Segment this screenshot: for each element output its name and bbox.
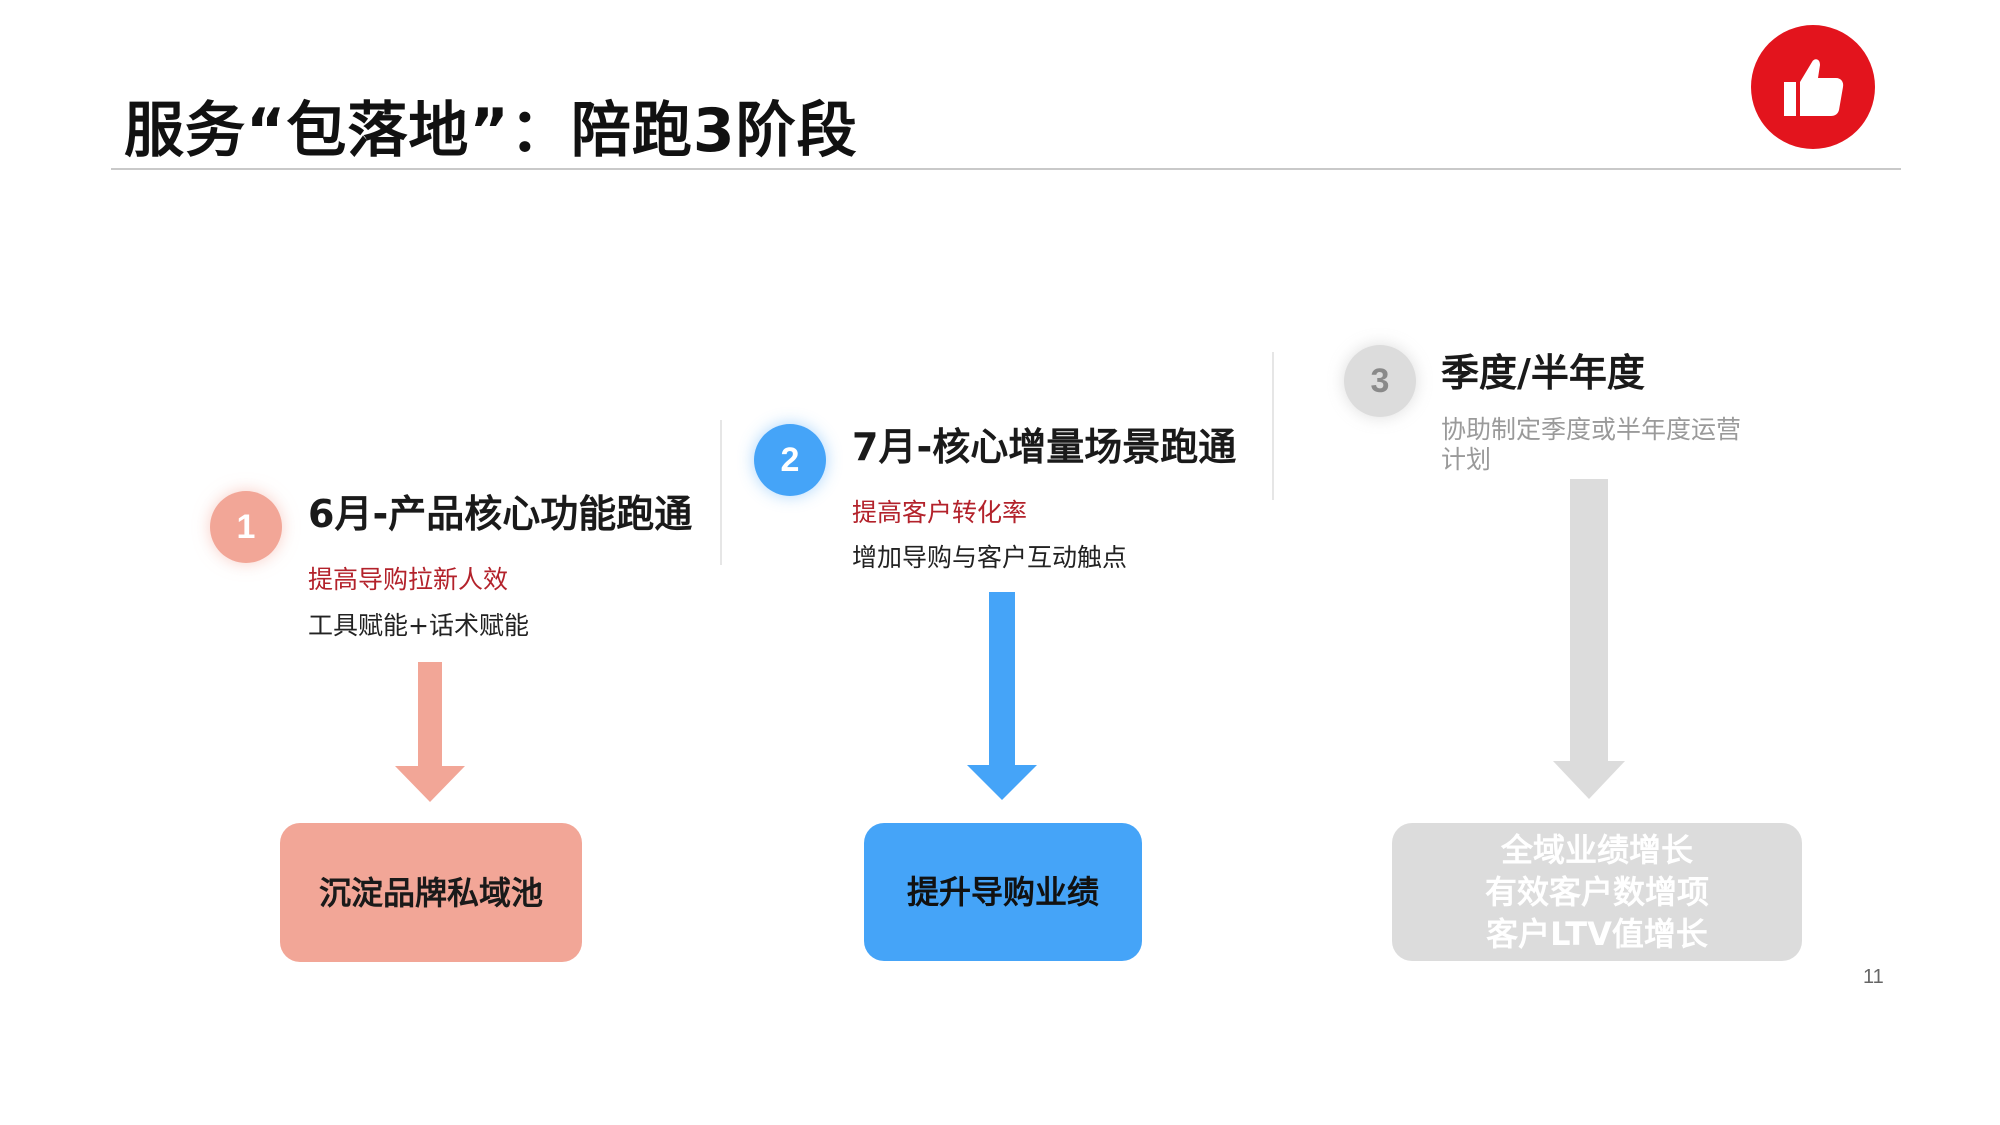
stage-number-badge: 1 <box>210 491 282 563</box>
page-number: 11 <box>1863 966 1884 988</box>
stage-result-line: 全域业绩增长 <box>1500 831 1693 869</box>
stage-detail: 工具赋能+话术赋能 <box>308 611 529 640</box>
stage-number-badge: 2 <box>754 424 826 496</box>
thumbs-up-icon <box>1784 59 1844 116</box>
stage-result-box: 全域业绩增长 有效客户数增项 客户LTV值增长 <box>1392 823 1802 961</box>
stage-detail: 增加导购与客户互动触点 <box>852 543 1128 572</box>
stage-result-box: 沉淀品牌私域池 <box>280 823 582 962</box>
stage-detail: 协助制定季度或半年度运营计划 <box>1441 415 1742 474</box>
stage-title: 6月-产品核心功能跑通 <box>308 492 693 536</box>
thumbs-up-badge <box>1751 25 1875 149</box>
down-arrow <box>967 592 1037 800</box>
column-divider-1 <box>720 420 722 565</box>
stage-result-text: 沉淀品牌私域池 <box>318 873 543 912</box>
stage-number-badge: 3 <box>1344 345 1416 417</box>
slide-title: 服务“包落地”：陪跑3阶段 <box>124 96 858 166</box>
stage-title: 7月-核心增量场景跑通 <box>852 425 1237 469</box>
title-divider <box>111 168 1901 170</box>
down-arrow <box>1553 479 1625 799</box>
down-arrow <box>395 662 465 802</box>
column-divider-2 <box>1272 352 1274 500</box>
stage-title: 季度/半年度 <box>1441 351 1645 395</box>
stage-result-text: 提升导购业绩 <box>906 873 1099 911</box>
stage-result-box: 提升导购业绩 <box>864 823 1142 961</box>
stage-goal: 提高导购拉新人效 <box>308 565 509 594</box>
stage-result-line: 客户LTV值增长 <box>1486 915 1708 953</box>
stage-goal: 提高客户转化率 <box>852 498 1028 527</box>
stage-result-line: 有效客户数增项 <box>1484 873 1709 911</box>
